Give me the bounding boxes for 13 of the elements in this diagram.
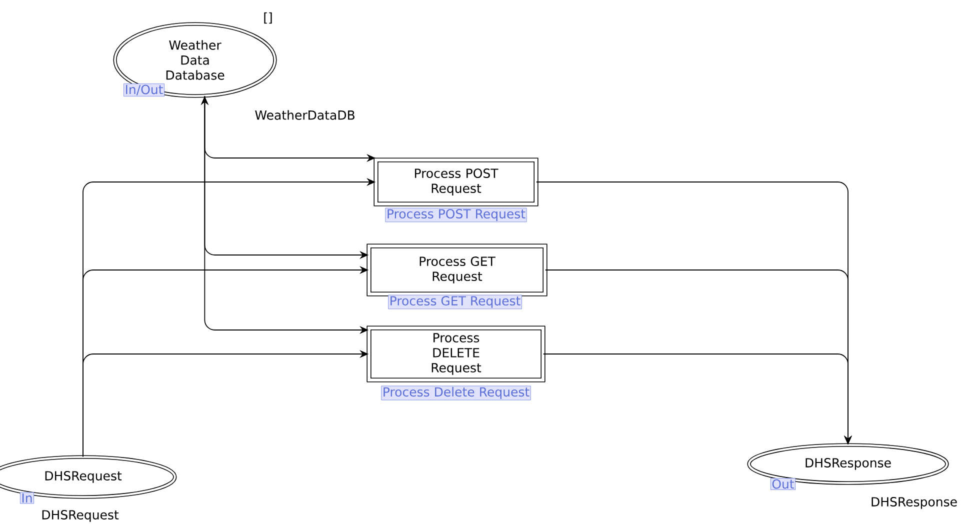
transition-box: Process GET Request: [366, 244, 548, 296]
subpage-tag: Process Delete Request: [381, 386, 531, 400]
type-label: DHSRequest: [42, 510, 119, 522]
type-label: DHSResponse: [872, 497, 957, 509]
subpage-tag: Process POST Request: [385, 208, 527, 222]
subpage-tag: Process GET Request: [388, 294, 522, 310]
transition-box: Process POST Request: [374, 158, 538, 206]
transition-box: Process DELETE Request: [366, 326, 546, 382]
type-label: WeatherDataDB: [255, 110, 354, 120]
marking-label: []: [264, 12, 272, 24]
port-tag: In: [20, 492, 34, 504]
port-tag: Out: [770, 478, 796, 490]
port-tag: In/Out: [124, 84, 164, 96]
